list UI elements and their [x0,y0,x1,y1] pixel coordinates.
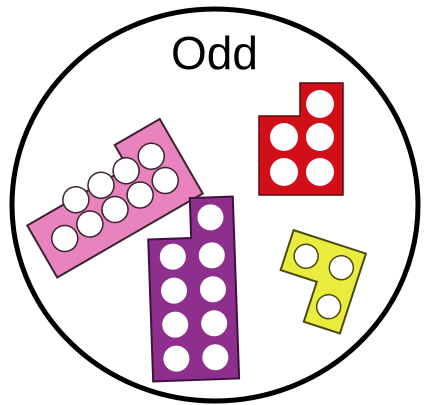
numicon-5-hole [270,123,298,151]
numicon-5-hole [306,123,334,151]
numicon-5-hole [270,158,298,186]
set-label: Odd [0,30,429,76]
numicon-5-hole [306,90,334,118]
numicon-5-hole [306,158,334,186]
